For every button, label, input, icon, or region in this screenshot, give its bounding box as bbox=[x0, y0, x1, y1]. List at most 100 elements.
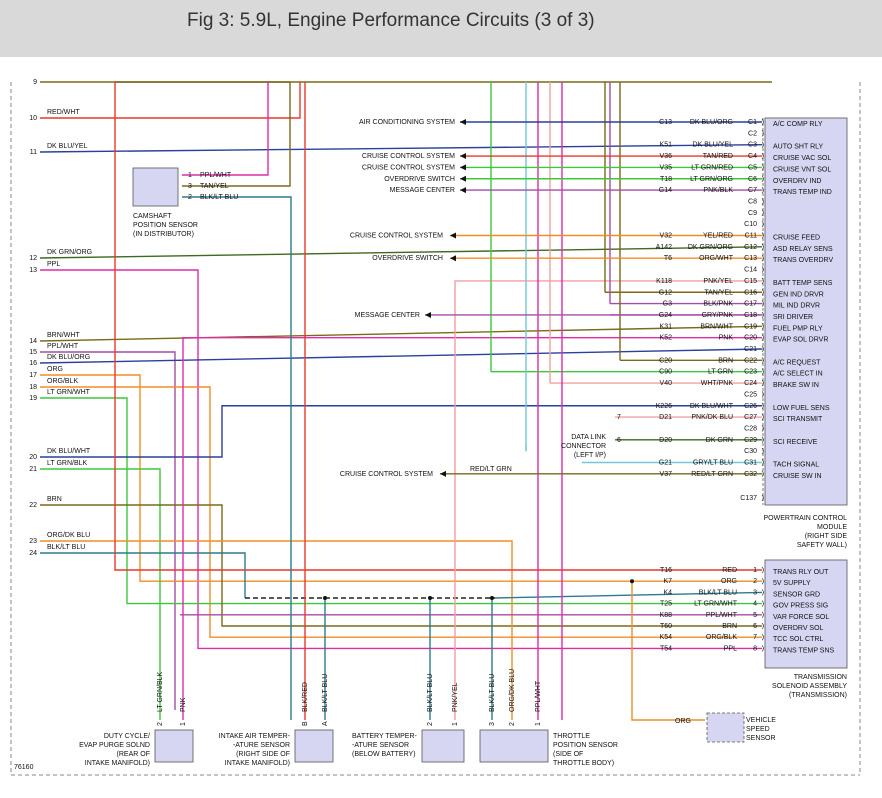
destination-label: AIR CONDITIONING SYSTEM bbox=[359, 119, 455, 126]
pcm-pin-number: C7 bbox=[748, 187, 757, 194]
tsa-pin-number: 3 bbox=[753, 589, 757, 596]
splice-dot bbox=[490, 596, 494, 600]
pcm-pin-function: BATT TEMP SENS bbox=[773, 280, 833, 287]
tsa-wire-color: LT GRN/WHT bbox=[694, 601, 738, 608]
left-wire-label: DK BLU/WHT bbox=[47, 448, 91, 455]
component-label-line: DUTY CYCLE/ bbox=[104, 733, 150, 740]
component-pin-number: 1 bbox=[180, 722, 187, 726]
left-wire-number: 12 bbox=[29, 255, 37, 262]
pcm-circuit-code: C90 bbox=[659, 369, 672, 376]
arrow-head bbox=[450, 255, 456, 262]
pcm-circuit-code: K51 bbox=[660, 142, 673, 149]
component-label-line: (RIGHT SIDE OF bbox=[236, 751, 290, 758]
component-pin-number: 2 bbox=[509, 722, 516, 726]
component-wire-color: BLK/LT BLU bbox=[427, 674, 434, 712]
wire-vss bbox=[631, 581, 705, 721]
pcm-pin-number: C11 bbox=[745, 233, 757, 240]
pcm-wire-color: GRY/LT BLU bbox=[693, 460, 733, 467]
pcm-pin-number: C21 bbox=[744, 346, 757, 353]
wire-10 bbox=[40, 82, 301, 119]
pin-connector bbox=[761, 357, 764, 364]
wire-15 bbox=[40, 351, 176, 710]
wire-trans-rly bbox=[114, 82, 762, 571]
pcm-pin-number: C5 bbox=[748, 164, 757, 171]
dlc-pin-number: 7 bbox=[617, 414, 621, 421]
dlc-label-line: CONNECTOR bbox=[561, 443, 606, 450]
pin-connector bbox=[761, 413, 764, 421]
pcm-pin-function: SCI TRANSMIT bbox=[773, 416, 823, 423]
pcm-circuit-code: V32 bbox=[660, 233, 673, 240]
pcm-box bbox=[764, 117, 848, 506]
destination-label: MESSAGE CENTER bbox=[390, 187, 455, 194]
component-pin-number: 1 bbox=[535, 722, 542, 726]
tsa-pin-number: 6 bbox=[753, 623, 757, 630]
wire-12 bbox=[39, 246, 763, 259]
vss-label-line: VEHICLE bbox=[746, 717, 776, 724]
left-wire-number: 13 bbox=[29, 267, 37, 274]
tsa-circuit-code: K7 bbox=[663, 578, 672, 585]
pcm-circuit-code: A142 bbox=[656, 244, 672, 251]
wire-22 bbox=[40, 504, 762, 627]
tsa-box bbox=[764, 559, 848, 669]
tsa-wire-color: PPL/WHT bbox=[706, 612, 738, 619]
component-pin-number: A bbox=[322, 721, 329, 726]
tsa-pin-function: TRANS RLY OUT bbox=[773, 569, 829, 576]
component-wire-color: BLK/RED bbox=[302, 682, 309, 712]
pcm-circuit-code: V40 bbox=[660, 380, 673, 387]
arrow-head bbox=[460, 187, 466, 194]
pcm-pin-number: C13 bbox=[744, 255, 757, 262]
pcm-wire-color: BRN/WHT bbox=[700, 323, 733, 330]
left-wire-label: LT GRN/WHT bbox=[47, 389, 91, 396]
arrow-head bbox=[460, 119, 466, 125]
pcm-pin-function: CRUISE VAC SOL bbox=[773, 155, 831, 162]
header-bar: Fig 3: 5.9L, Engine Performance Circuits… bbox=[0, 0, 882, 57]
wire-19 bbox=[40, 397, 762, 605]
tsa-wire-color: ORG bbox=[721, 578, 737, 585]
pin-connector bbox=[761, 198, 764, 205]
pin-connector bbox=[761, 402, 764, 409]
pcm-wire-color: GRY/PNK bbox=[702, 312, 734, 319]
pcm-wire-color: ORG/WHT bbox=[699, 255, 734, 262]
pcm-pin-number: C18 bbox=[744, 312, 757, 319]
component-label-line: EVAP PURGE SOLND bbox=[79, 742, 150, 749]
pcm-pin-function: LOW FUEL SENS bbox=[773, 405, 830, 412]
pcm-pin-number: C17 bbox=[744, 301, 757, 308]
tsa-pin-number: 1 bbox=[753, 567, 757, 574]
pin-connector bbox=[761, 175, 764, 182]
pcm-pin-number: C28 bbox=[744, 425, 757, 432]
pcm-circuit-code: G3 bbox=[663, 301, 672, 308]
pcm-pin-number: C3 bbox=[748, 142, 757, 149]
pcm-pin-function: SCI RECEIVE bbox=[773, 439, 818, 446]
pcm-circuit-code: K31 bbox=[660, 323, 673, 330]
pin-connector bbox=[761, 209, 764, 217]
pcm-wire-color: TAN/YEL bbox=[704, 289, 733, 296]
component-label-line: (REAR OF bbox=[117, 751, 150, 758]
component-label-line: INTAKE MANIFOLD) bbox=[225, 760, 290, 767]
tsa-pin-number: 2 bbox=[753, 578, 757, 585]
left-wire-number: 24 bbox=[29, 550, 37, 557]
destination-label: CRUISE CONTROL SYSTEM bbox=[350, 233, 443, 240]
pcm-pin-number: C2 bbox=[748, 130, 757, 137]
pin-connector bbox=[761, 277, 764, 285]
pcm-pin-function: TRANS OVERDRV bbox=[773, 257, 833, 264]
wire-24 bbox=[40, 552, 246, 598]
component-wire-color: ORG/DK BLU bbox=[509, 669, 516, 712]
component-box-batt bbox=[421, 729, 465, 763]
wire-21 bbox=[40, 468, 161, 720]
page-title: Fig 3: 5.9L, Engine Performance Circuits… bbox=[187, 10, 595, 31]
pcm-pin-number: C22 bbox=[744, 357, 757, 364]
component-label-line: INTAKE AIR TEMPER- bbox=[219, 733, 291, 740]
pin-connector bbox=[761, 436, 764, 444]
splice-dot bbox=[630, 579, 634, 584]
pcm-label-line: SAFETY WALL) bbox=[797, 542, 847, 549]
tsa-wire-color: BLK/LT BLU bbox=[699, 589, 737, 596]
left-wire-number: 17 bbox=[29, 372, 37, 379]
pin-connector bbox=[761, 600, 764, 607]
pin-connector bbox=[761, 266, 764, 273]
pcm-pin-function: SRI DRIVER bbox=[773, 314, 813, 321]
pcm-wire-color: PNK/DK BLU bbox=[691, 414, 733, 421]
figure-id: 76160 bbox=[14, 764, 34, 771]
camshaft-wire-color: BLK/LT BLU bbox=[200, 194, 238, 201]
